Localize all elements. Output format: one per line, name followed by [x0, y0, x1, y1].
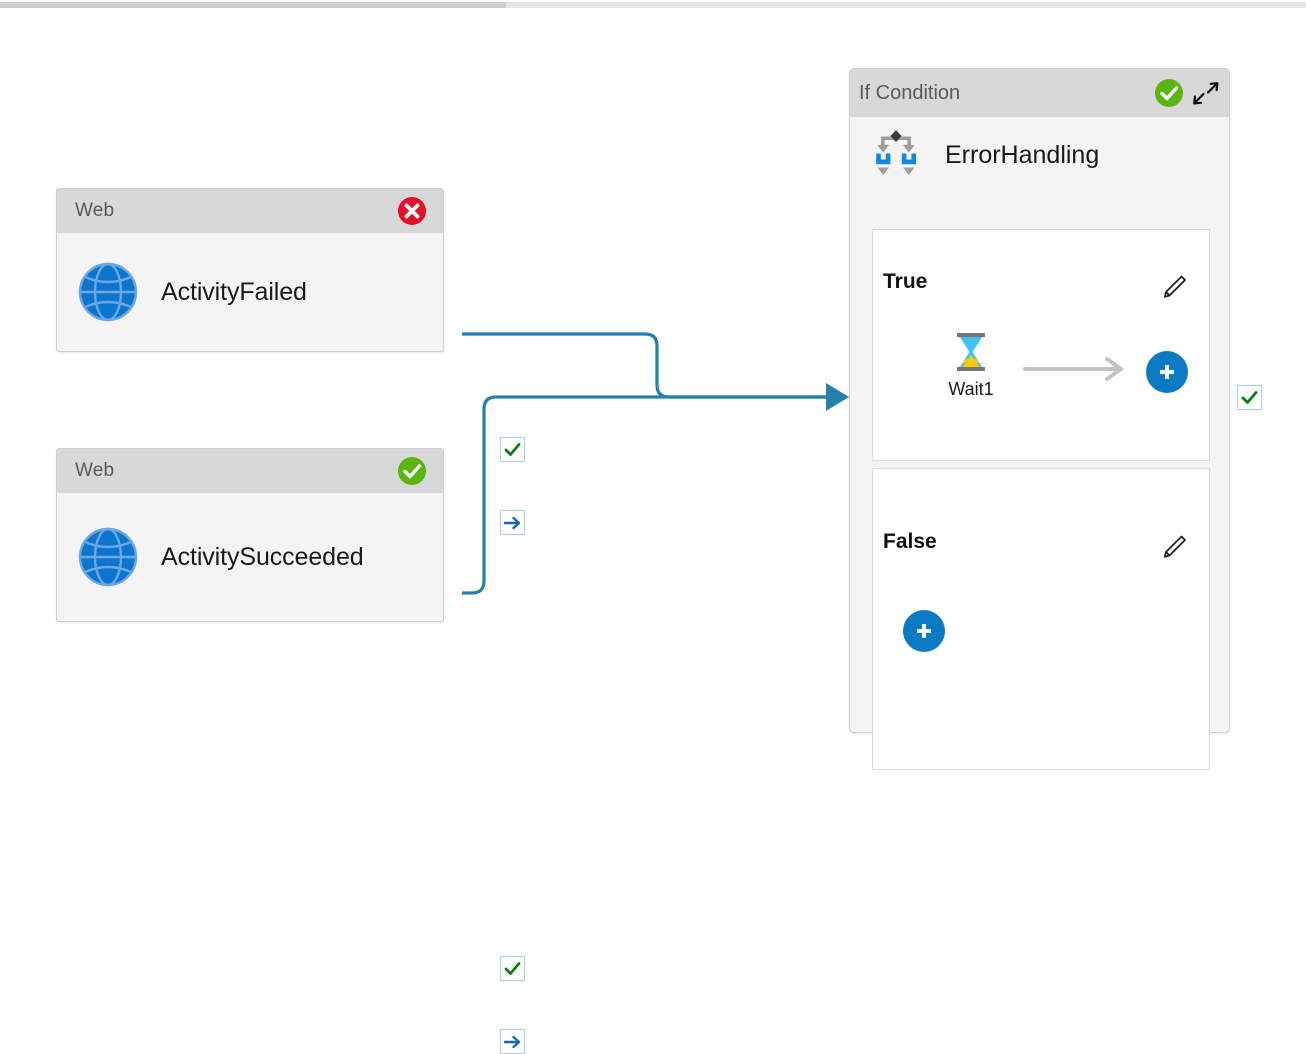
error-circle-icon: [398, 197, 426, 225]
activity-header-label: Web: [75, 460, 115, 481]
success-circle-icon: [398, 457, 426, 485]
if-condition-panel[interactable]: If Condition: [849, 68, 1230, 770]
horizontal-scrollbar-thumb[interactable]: [0, 2, 506, 8]
plus-icon: [1160, 365, 1174, 379]
hourglass-icon: [957, 333, 985, 371]
connector-arrowhead-icon: [826, 383, 849, 411]
handle-completion-activitysucceeded[interactable]: [500, 1029, 525, 1054]
handle-success-activityfailed[interactable]: [500, 437, 525, 462]
arrow-right-icon: [1023, 357, 1123, 381]
success-circle-icon: [1155, 79, 1183, 107]
activity-card-activityfailed[interactable]: Web ActivityFailed: [56, 188, 525, 535]
pencil-icon[interactable]: [1159, 272, 1189, 302]
pencil-icon[interactable]: [1159, 532, 1189, 562]
add-activity-button-false[interactable]: [903, 610, 945, 652]
handle-completion-activityfailed[interactable]: [500, 510, 525, 535]
activity-card-body: ActivitySucceeded: [57, 493, 443, 621]
if-condition-activity-name: ErrorHandling: [945, 140, 1100, 169]
activity-card-activitysucceeded[interactable]: Web ActivitySucceeded: [56, 448, 525, 1054]
activity-card-body: ActivityFailed: [57, 233, 443, 351]
if-condition-activity-row: ErrorHandling: [850, 117, 1229, 193]
blue-arrow-icon: [503, 516, 520, 529]
green-check-icon: [504, 962, 521, 975]
green-check-icon: [504, 443, 521, 456]
blue-arrow-icon: [503, 1035, 520, 1048]
globe-icon: [78, 527, 138, 587]
connector-succeeded-to-if: [462, 395, 826, 595]
horizontal-scrollbar-track[interactable]: [0, 2, 1306, 8]
handle-success-if-condition[interactable]: [1237, 385, 1262, 410]
activity-name-label: ActivityFailed: [161, 277, 307, 306]
green-check-icon: [1241, 391, 1258, 404]
branch-false[interactable]: False: [872, 468, 1210, 770]
branch-true[interactable]: True Wait1: [872, 229, 1210, 461]
collapse-arrows-icon[interactable]: [1191, 78, 1221, 108]
canvas-scrollbar-strip: [0, 0, 1306, 9]
branch-icon: [876, 130, 916, 175]
if-condition-header-actions: [1154, 78, 1221, 108]
activity-card-header: Web: [57, 189, 443, 233]
handle-success-activitysucceeded[interactable]: [500, 956, 525, 981]
node-wait1[interactable]: Wait1: [927, 332, 1015, 400]
connector-failed-to-if: [462, 332, 826, 399]
if-condition-header: If Condition: [850, 69, 1229, 117]
node-wait1-label: Wait1: [948, 379, 994, 399]
if-condition-header-label: If Condition: [859, 81, 961, 104]
branch-false-label: False: [883, 530, 937, 553]
add-activity-button-true[interactable]: [1146, 351, 1188, 393]
plus-icon: [917, 624, 931, 638]
branch-true-label: True: [883, 270, 928, 293]
activity-name-label: ActivitySucceeded: [161, 542, 364, 571]
activity-header-label: Web: [75, 200, 115, 221]
activity-card-header: Web: [57, 449, 443, 493]
globe-icon: [78, 262, 138, 322]
